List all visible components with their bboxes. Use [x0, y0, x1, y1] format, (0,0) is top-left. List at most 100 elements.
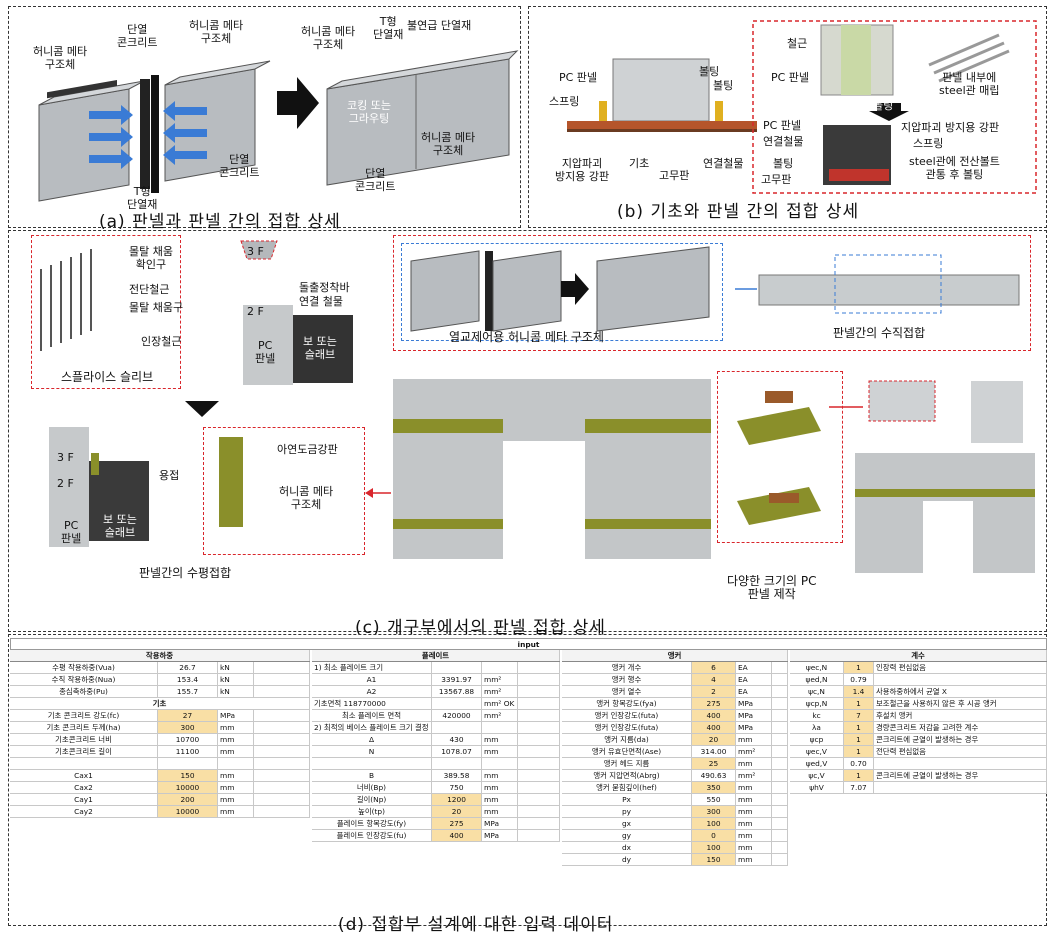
table-cell: dx — [562, 842, 692, 853]
label-nonflammable: 불연급 단열재 — [407, 19, 472, 32]
table-cell: dy — [562, 854, 692, 865]
table-cell — [158, 758, 218, 769]
label-insul-concrete-3: 단열 콘크리트 — [355, 167, 396, 193]
box-sleeve — [31, 235, 181, 389]
table-cell: mm — [736, 794, 772, 805]
label-splice-sleeve: 스플라이스 슬리브 — [61, 370, 154, 384]
box-pc-sizes — [717, 371, 843, 543]
table-cell — [432, 662, 482, 673]
table-cell: 420000 — [432, 710, 482, 721]
table-cell: 1 — [844, 722, 874, 733]
table-cell: mm — [736, 842, 772, 853]
caption-b: (b) 기초와 판넬 간의 접합 상세 — [617, 202, 860, 222]
table-cell: 1 — [844, 698, 874, 709]
label-steel-pipe: 판넬 내부에 steel관 매립 — [939, 71, 1000, 97]
box-horizontal-detail — [203, 427, 365, 555]
label-bolting-4: 볼팅 — [773, 157, 794, 170]
table-cell — [518, 686, 560, 697]
label-pc-panel-c2: PC 판넬 — [61, 519, 82, 545]
table-cell: 보조철근을 사용하지 않은 후 시공 앵커 — [874, 698, 1047, 709]
table-header: 계수 — [790, 650, 1047, 662]
table-cell: 기초 콘크리트 두께(ha) — [10, 722, 158, 733]
table-header: 작용하중 — [10, 650, 310, 662]
table-cell — [772, 686, 788, 697]
label-spring: 스프링 — [549, 95, 580, 108]
table-cell — [772, 746, 788, 757]
table-cell: 100 — [692, 842, 736, 853]
panel-b-foundation-detail: PC 판넬 스프링 볼팅 볼팅 지압파괴 방지용 강판 기초 고무판 연결철물 … — [528, 6, 1047, 228]
table-cell: ψed,V — [790, 758, 844, 769]
table-cell: MPa — [218, 710, 254, 721]
table-cell: mm — [218, 722, 254, 733]
table-cell — [518, 782, 560, 793]
label-mortar-check: 몰탈 채움 확인구 — [129, 245, 173, 271]
table-cell — [10, 758, 158, 769]
table-cell — [772, 854, 788, 865]
label-t-insulation-1: T형 단열재 — [127, 185, 158, 211]
table-cell: mm — [736, 830, 772, 841]
table-cell: 기초콘크리트 길이 — [10, 746, 158, 757]
table-cell: mm² — [482, 710, 518, 721]
table-cell: 1.4 — [844, 686, 874, 697]
table-cell — [772, 818, 788, 829]
table-cell: 200 — [158, 794, 218, 805]
table-row: 1) 최소 플레이트 크기 — [312, 662, 560, 674]
table-cell: 275 — [692, 698, 736, 709]
table-cell: mm — [482, 746, 518, 757]
table-cell: 기초콘크리트 너비 — [10, 734, 158, 745]
table-cell — [518, 806, 560, 817]
table-cell: mm — [218, 746, 254, 757]
table-cell: ψc,V — [790, 770, 844, 781]
table-cell: mm² — [736, 770, 772, 781]
table-cell: mm — [482, 770, 518, 781]
table-cell — [772, 698, 788, 709]
table-section-cell: 기초 — [10, 698, 310, 709]
label-insul-concrete-2: 단열 콘크리트 — [219, 153, 260, 179]
table-cell — [254, 770, 310, 781]
table-cell: 314.00 — [692, 746, 736, 757]
table-cell: λa — [790, 722, 844, 733]
table-cell: MPa — [736, 722, 772, 733]
table-cell: mm — [482, 794, 518, 805]
label-t-insulation-2: T형 단열재 — [373, 15, 404, 41]
table-cell — [482, 722, 518, 733]
label-various-pc: 다양한 크기의 PC 판넬 제작 — [727, 574, 817, 601]
table-header: 앵커 — [562, 650, 788, 662]
table-cell — [874, 674, 1047, 685]
table-cell — [772, 782, 788, 793]
table-cell: 앵커 헤드 지름 — [562, 758, 692, 769]
table-cell — [874, 758, 1047, 769]
table-cell: 앵커 열수 — [562, 686, 692, 697]
table-cell: 인장력 편심없음 — [874, 662, 1047, 673]
table-cell: Cax1 — [10, 770, 158, 781]
caption-c: (c) 개구부에서의 판넬 접합 상세 — [355, 618, 606, 638]
panel-c-illustration — [40, 240, 1035, 573]
table-cell — [772, 830, 788, 841]
table-cell: 앵커 개수 — [562, 662, 692, 673]
table-cell: mm — [736, 806, 772, 817]
table-cell: 11100 — [158, 746, 218, 757]
table-cell — [772, 710, 788, 721]
label-bearing-plate: 지압파괴 방지용 강판 — [555, 157, 610, 183]
table-cell: kN — [218, 686, 254, 697]
table-cell: ψc,N — [790, 686, 844, 697]
panel-c-opening-detail: 몰탈 채움 확인구 전단철근 몰탈 채움구 인장철근 스플라이스 슬리브 3 F… — [8, 230, 1047, 638]
table-cell: 종심축하중(Pu) — [10, 686, 158, 697]
label-bolting-2: 볼팅 — [713, 79, 734, 92]
table-row — [312, 758, 560, 770]
table-cell: 13567.88 — [432, 686, 482, 697]
table-cell: py — [562, 806, 692, 817]
